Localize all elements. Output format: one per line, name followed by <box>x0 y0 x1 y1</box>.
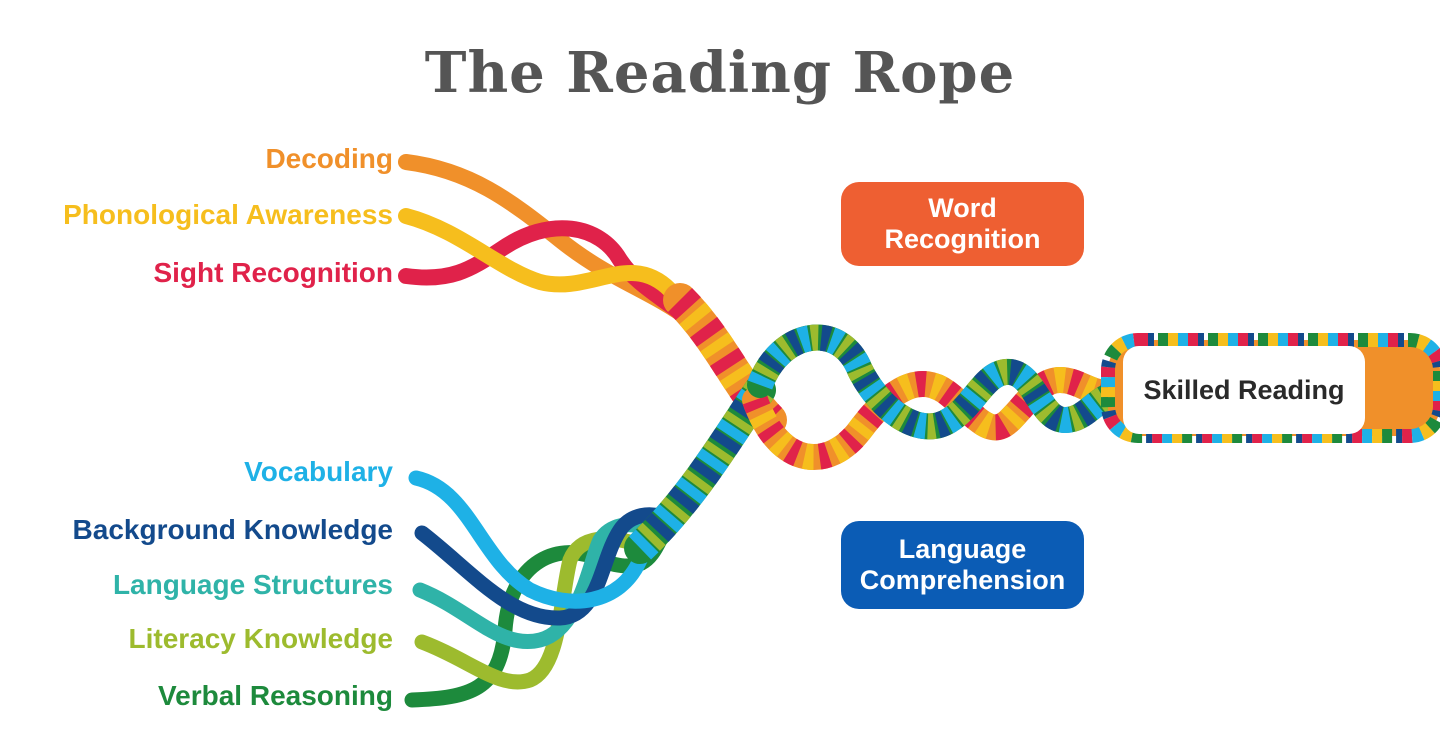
word-recognition-label-line1: Word <box>928 192 997 223</box>
word-recognition-label-line2: Recognition <box>884 224 1041 254</box>
language-comprehension-label-line2: Comprehension <box>859 565 1066 595</box>
label-phonological-awareness: Phonological Awareness <box>63 199 393 230</box>
label-verbal-reasoning: Verbal Reasoning <box>158 680 393 711</box>
label-background-knowledge: Background Knowledge <box>72 514 393 545</box>
skilled-reading-label: Skilled Reading <box>1123 346 1365 434</box>
label-language-structures: Language Structures <box>112 569 393 600</box>
language-comprehension-label-line1: Language <box>898 533 1027 564</box>
word-recognition-box: Word Recognition <box>841 182 1084 266</box>
page-title: The Reading Rope <box>424 40 1016 106</box>
twisted-ropes <box>742 324 1125 470</box>
label-sight-recognition: Sight Recognition <box>153 257 393 288</box>
label-literacy-knowledge: Literacy Knowledge <box>128 623 393 654</box>
strand-sight-recognition <box>398 220 708 338</box>
language-comprehension-box: Language Comprehension <box>841 521 1084 609</box>
label-decoding: Decoding <box>265 143 393 174</box>
label-vocabulary: Vocabulary <box>244 456 393 487</box>
